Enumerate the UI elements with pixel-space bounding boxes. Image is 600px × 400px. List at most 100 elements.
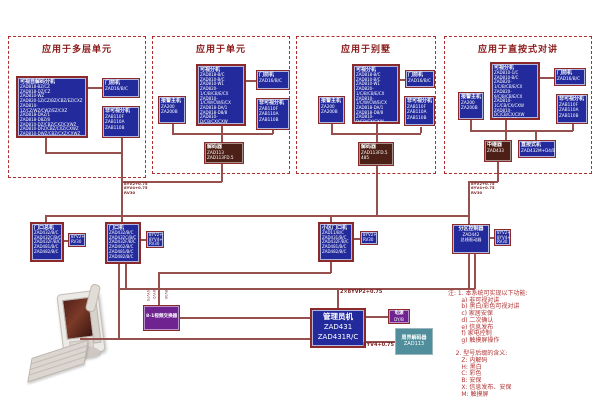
device-models: ZAD432/B/C ZAD432C/B/C ZAD432F/B/C ZAD46…	[109, 230, 137, 259]
device-box-community-gate: 小区门口机 ZAD11/B/C ZAD431/B/C ZAD432F/B/C Z…	[318, 222, 354, 262]
device-title: 门口总机	[34, 225, 55, 231]
device-title: 报警主机	[161, 98, 182, 104]
device-box-entrance-station: 门口机 ZAD432/B/C ZAD432C/B/C ZAD432F/B/C Z…	[105, 222, 141, 264]
device-box-nonvisual-extension-1: 非可视分机 ZAB110F ZAB110A ZAB110B	[102, 106, 140, 138]
device-title: 可视自解码分机	[20, 79, 56, 85]
device-title: 报警主机	[461, 94, 482, 100]
connector-line	[45, 215, 469, 217]
connector-line	[497, 162, 499, 182]
connector-line	[180, 317, 310, 319]
device-models: ZAB110F ZAB110A ZAB110B	[407, 104, 427, 120]
device-models: ZAD810-1/C ZAD810-B/C ZAD820-1/C/B/CB/E/…	[494, 70, 525, 120]
device-box-power-supply: 电源 DY/B	[388, 309, 410, 324]
terminal-keyboard	[27, 339, 89, 383]
cable-label-switcher-1: SYV75	[146, 290, 150, 302]
device-models: ZA200 ZA200B	[321, 104, 338, 115]
device-model: DY/B	[394, 316, 404, 322]
device-title: 报警主机	[321, 98, 342, 104]
device-title: 非可视分机	[559, 96, 585, 102]
device-models: ZAD113 ZAD113FD.5	[207, 150, 234, 161]
connector-line	[474, 254, 476, 289]
device-box-door-station-3: 门前机 ZAD16/B/C	[405, 70, 435, 88]
junction-box-2: 8YV2+0.75 8YV4+0.75 RV30	[146, 231, 164, 248]
device-box-nonvisual-extension-3: 非可视分机 ZAB110F ZAB110A ZAB110B	[404, 96, 435, 126]
device-model: ZAD113	[403, 341, 425, 347]
junction-box-1: 8YV2+0.75 RV30	[68, 233, 86, 247]
device-box-door-station-1: 门前机 ZAD16/B/C	[102, 78, 140, 98]
device-models: ZA200 ZA200B	[161, 104, 178, 115]
device-title: 非可视分机	[105, 108, 131, 114]
device-title: 解码器	[207, 144, 223, 150]
device-model: ZAD432M+D4/B	[521, 148, 556, 153]
connector-line	[490, 237, 494, 239]
device-title: 非可视分机	[407, 98, 433, 104]
device-box-perimeter-decoder: 周界解码器 ZAD113	[395, 328, 433, 355]
connector-line	[376, 124, 378, 142]
cable-label-left-riser: 8YV2+0.75 8YV4+0.75 RV30	[124, 181, 148, 195]
connector-line	[470, 120, 472, 131]
connector-line	[272, 130, 274, 134]
device-title: 电源	[394, 311, 404, 316]
device-box-decoder-2: 解码器 ZAD113 ZAD113FD.5	[204, 142, 244, 164]
device-box-visual-selfdecode-extension: 可视自解码分机 ZAD818-BZ/CZ ZAD818-DZ/CZ ZAD810…	[16, 76, 88, 138]
connector-line	[246, 80, 256, 82]
connector-line	[45, 152, 122, 154]
section-title: 应用于单元	[195, 45, 246, 55]
device-title: 门口机	[109, 225, 125, 231]
connector-line	[80, 338, 310, 340]
device-box-nonvisual-extension-4: 非可视分机 ZAB110F ZAB110A ZAB110B	[556, 94, 588, 124]
device-models: ZAB110F ZAB110A ZAB110B	[559, 102, 579, 118]
device-box-visual-extension-3: 可视分机 ZAD818-B/C ZAD810-B/C ZAD810-W1 ZAD…	[352, 64, 400, 124]
device-box-visual-extension-4: 可视分机 ZAD810-1/C ZAD810-B/C ZAD820-1/C/B/…	[490, 62, 540, 120]
device-models: ZAB110F ZAB110A ZAB110B	[259, 106, 279, 122]
connector-line	[470, 130, 573, 132]
device-models: ZAD818-BZ/CZ ZAD818-DZ/CZ ZAD810-WZ ZAD8…	[20, 84, 83, 137]
device-models: ZAD11/B/C ZAD431/B/C ZAD432F/B/C ZAD481/…	[322, 230, 349, 254]
device-models: ZA200 ZA200B	[461, 100, 478, 111]
connector-line	[221, 126, 223, 143]
connector-line	[468, 254, 470, 289]
device-models: ZAB110F ZAB110A ZAB110B	[105, 114, 125, 130]
connector-line	[88, 87, 102, 89]
device-box-door-station-2: 门前机 ZAD16/B/C	[256, 70, 290, 90]
connector-line	[158, 272, 331, 274]
connector-line	[572, 124, 574, 131]
connector-line	[221, 164, 223, 182]
device-title: 小区门口机	[322, 225, 348, 231]
device-title: 解码器	[361, 144, 377, 150]
device-box-visual-extension-2: 可视分机 ZAD818-B/C ZAD810-B/C ZAD810-W1 ZAD…	[196, 64, 246, 126]
junction-box-3: 8YV2+0.75 RV30	[360, 231, 378, 245]
connector-line	[468, 181, 498, 183]
device-title: 直按式机	[521, 142, 542, 148]
junction-lines: 8YV2+0.75 8YV4+0.75 RV30	[497, 230, 511, 245]
connector-line	[172, 133, 273, 135]
section-title: 应用于多层单元	[41, 45, 112, 55]
connector-line	[468, 181, 470, 216]
device-title: 可视分机	[494, 65, 515, 71]
connector-line	[141, 239, 146, 241]
connector-line	[337, 288, 339, 308]
device-title: 管理员机	[323, 312, 353, 321]
junction-lines: 8YV2+0.75 RV30	[363, 232, 377, 242]
connector-line	[118, 288, 475, 290]
device-box-manager-station: 管理员机 ZAD431 ZAD431R/C	[310, 308, 366, 348]
connector-line	[535, 130, 537, 140]
device-model: ZAD442	[462, 232, 480, 237]
cable-label-switcher-2: 8YV2	[152, 290, 156, 299]
section-multi-floor-unit: 应用于多层单元	[8, 36, 146, 178]
junction-lines: 8YV2+0.75 8YV4+0.75 RV30	[149, 232, 163, 247]
device-box-alarm-host-2: 报警主机 ZA200 ZA200B	[158, 96, 186, 124]
cable-label-manager-top: 2×8YVP2+0.75	[340, 289, 383, 295]
device-title: 可视分机	[200, 67, 221, 73]
device-box-alarm-host-4: 报警主机 ZA200 ZA200B	[458, 92, 484, 120]
device-title: 8-1视频交换器	[146, 314, 178, 319]
device-model: ZAD433	[487, 148, 504, 153]
device-box-entrance-master: 门口总机 ZAD432/B/C ZAD432C/B/C ZAD432F/B/C …	[30, 222, 64, 262]
device-title: 门前机	[408, 72, 424, 78]
section-title: 应用于别墅	[340, 45, 391, 55]
connector-line	[45, 138, 47, 153]
connector-line	[330, 215, 332, 223]
device-title: 门前机	[105, 80, 121, 86]
connector-line	[121, 152, 123, 216]
device-models: ZAD431 ZAD431R/C	[317, 323, 359, 341]
